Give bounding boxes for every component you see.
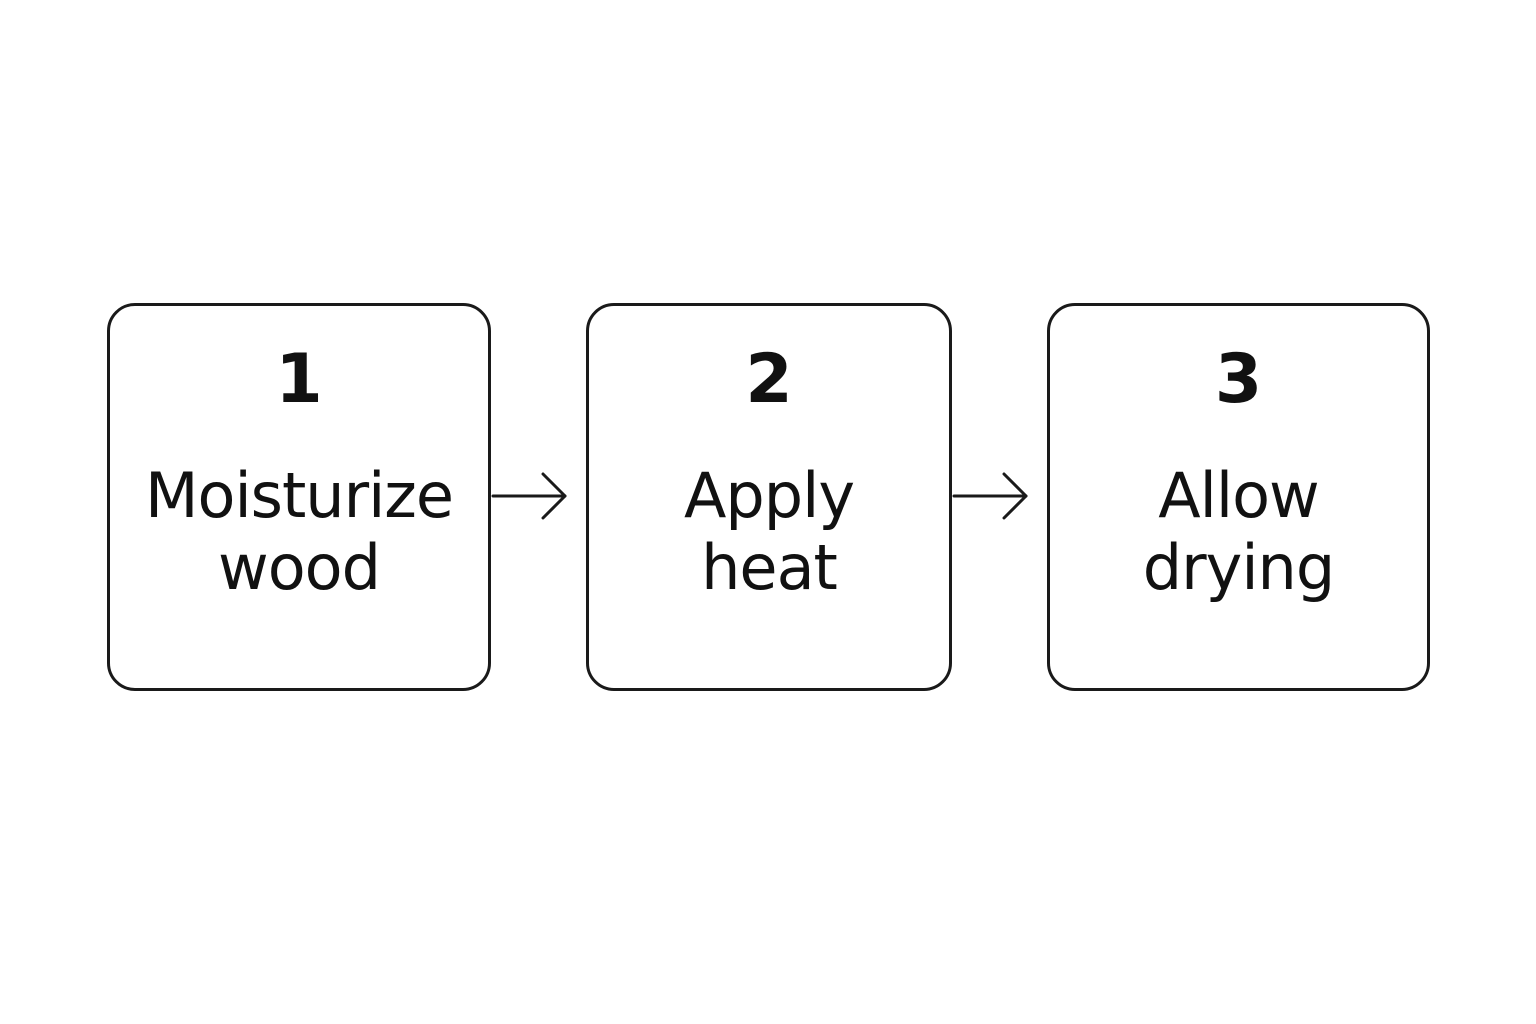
- step-label-3-line-2: drying: [1142, 531, 1335, 604]
- step-number-1: 1: [275, 340, 323, 419]
- step-number-2: 2: [745, 340, 793, 419]
- step-label-3: Allow drying: [1050, 460, 1427, 604]
- step-label-2: Apply heat: [589, 460, 949, 604]
- step-label-1-line-1: Moisturize: [145, 459, 454, 532]
- step-label-2-line-1: Apply: [683, 459, 855, 532]
- step-label-1: Moisturize wood: [110, 460, 488, 604]
- step-box-2: 2 Apply heat: [586, 303, 952, 691]
- step-label-3-line-1: Allow: [1158, 459, 1320, 532]
- step-label-2-line-2: heat: [701, 531, 838, 604]
- right-arrow-icon: [952, 472, 1028, 520]
- step-box-1: 1 Moisturize wood: [107, 303, 491, 691]
- step-box-3: 3 Allow drying: [1047, 303, 1430, 691]
- right-arrow-icon: [491, 472, 567, 520]
- step-number-3: 3: [1214, 340, 1263, 419]
- step-label-1-line-2: wood: [218, 531, 381, 604]
